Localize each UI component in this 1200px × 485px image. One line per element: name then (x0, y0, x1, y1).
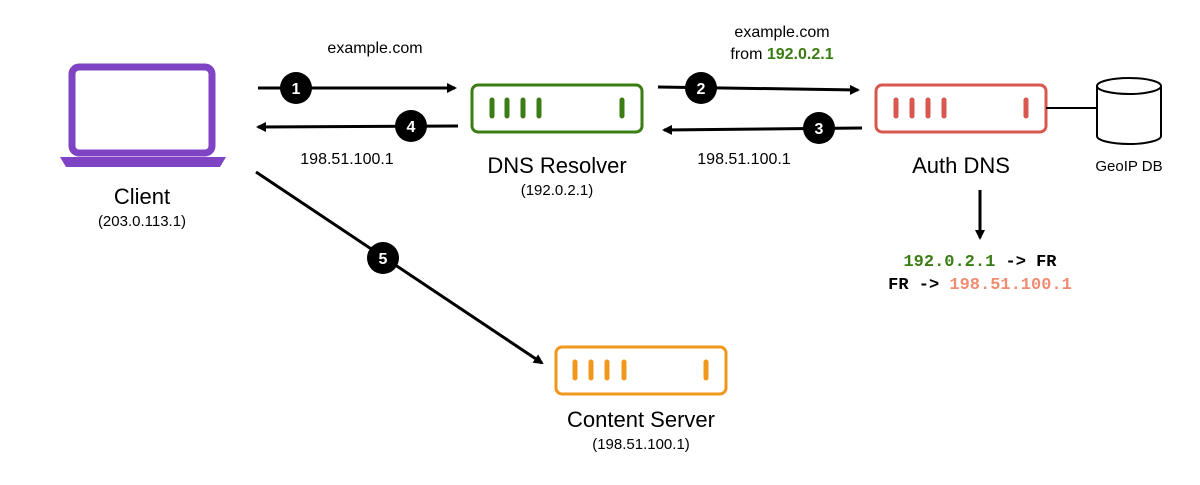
auth-name: Auth DNS (912, 153, 1010, 178)
geoip-name: GeoIP DB (1095, 158, 1163, 175)
server-icon (554, 345, 728, 396)
resolver-name: DNS Resolver (487, 153, 627, 178)
server-icon (874, 83, 1048, 134)
geo-mapping-line-2: FR -> 198.51.100.1 (860, 276, 1100, 295)
svg-text:1: 1 (292, 81, 301, 98)
resolver-ip: (192.0.2.1) (520, 182, 594, 199)
arrow-step-4 (256, 121, 459, 132)
step-2-label-line1: example.com (734, 24, 830, 41)
geo-mapping-country: -> FR (995, 253, 1057, 272)
laptop-icon (60, 63, 226, 167)
arrow-step-5 (255, 170, 544, 365)
geo-mapping-content-ip: 198.51.100.1 (949, 276, 1072, 295)
database-icon (1096, 77, 1162, 145)
client-ip: (203.0.113.1) (97, 213, 187, 230)
svg-text:4: 4 (407, 119, 416, 136)
resolver-ip-highlight: 192.0.2.1 (766, 46, 834, 63)
step-badge-1: 1 (280, 72, 312, 104)
step-3-label: 198.51.100.1 (697, 151, 791, 168)
svg-text:2: 2 (697, 81, 706, 98)
step-2-label-prefix: from (730, 46, 767, 63)
geo-mapping-prefix: FR -> (888, 276, 950, 295)
geo-mapping-line-1: 192.0.2.1 -> FR (880, 253, 1080, 272)
step-4-label: 198.51.100.1 (300, 151, 394, 168)
content-name: Content Server (567, 407, 715, 432)
content-ip: (198.51.100.1) (592, 436, 690, 453)
step-badge-4: 4 (395, 110, 427, 142)
svg-text:3: 3 (815, 121, 824, 138)
client-name: Client (113, 184, 171, 209)
step-2-label-line2: from 192.0.2.1 (707, 46, 857, 64)
geo-mapping-resolver-ip: 192.0.2.1 (903, 253, 996, 272)
server-icon (470, 83, 644, 134)
svg-text:5: 5 (379, 251, 388, 268)
step-badge-5: 5 (367, 242, 399, 274)
step-badge-2: 2 (685, 72, 717, 104)
step-1-label: example.com (327, 40, 423, 57)
step-badge-3: 3 (803, 112, 835, 144)
